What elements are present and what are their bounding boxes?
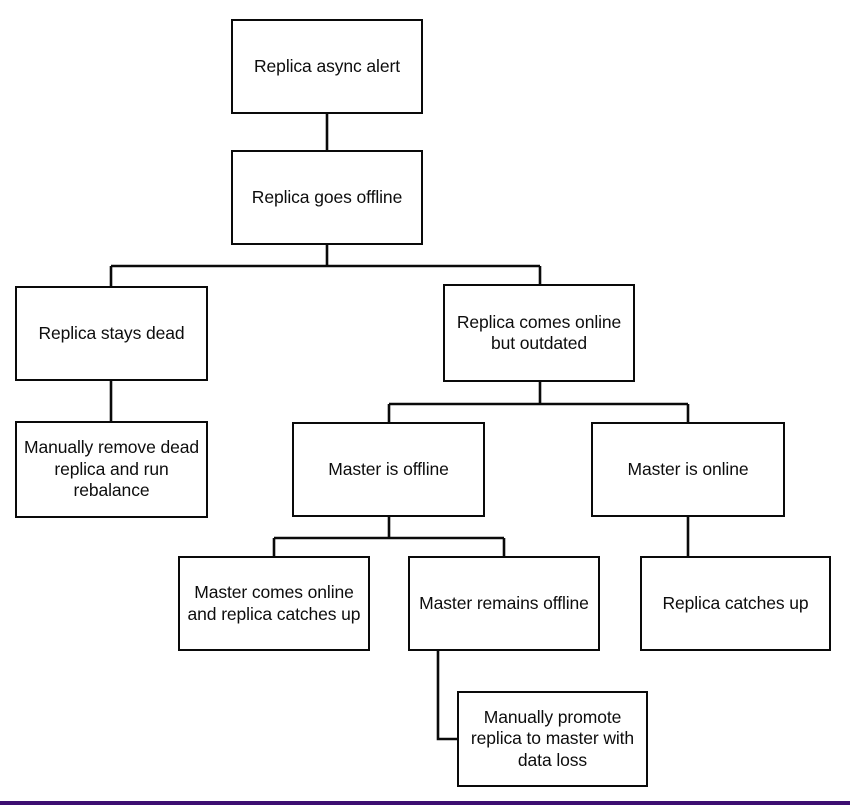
- node-label: Master remains offline: [419, 592, 589, 613]
- node-label: Manually promote replica to master with …: [470, 706, 635, 770]
- node-replica-comes-online-but-outdated[interactable]: Replica comes online but outdated: [443, 284, 635, 382]
- node-master-is-offline[interactable]: Master is offline: [292, 422, 485, 517]
- node-replica-stays-dead[interactable]: Replica stays dead: [15, 286, 208, 381]
- node-label: Master is offline: [328, 458, 449, 479]
- node-label: Replica async alert: [254, 55, 400, 76]
- node-master-is-online[interactable]: Master is online: [591, 422, 785, 517]
- node-label: Replica comes online but outdated: [456, 311, 622, 353]
- node-master-remains-offline[interactable]: Master remains offline: [408, 556, 600, 651]
- node-master-comes-online-and-replica-catches-up[interactable]: Master comes online and replica catches …: [178, 556, 370, 651]
- node-replica-goes-offline[interactable]: Replica goes offline: [231, 150, 423, 245]
- node-label: Master comes online and replica catches …: [187, 582, 361, 624]
- node-replica-async-alert[interactable]: Replica async alert: [231, 19, 423, 114]
- node-replica-catches-up[interactable]: Replica catches up: [640, 556, 831, 651]
- node-label: Manually remove dead replica and run reb…: [23, 437, 200, 501]
- node-label: Replica stays dead: [38, 322, 185, 343]
- node-label: Replica goes offline: [251, 186, 403, 207]
- node-label: Replica catches up: [662, 592, 809, 613]
- node-manually-remove-dead-replica-and-run-rebalance[interactable]: Manually remove dead replica and run reb…: [15, 421, 208, 518]
- bottom-accent-rule: [0, 801, 850, 805]
- edge-remains-offline-to-manual-promote: [436, 651, 457, 741]
- node-manually-promote-replica-to-master-with-data-loss[interactable]: Manually promote replica to master with …: [457, 691, 648, 787]
- node-label: Master is online: [627, 458, 749, 479]
